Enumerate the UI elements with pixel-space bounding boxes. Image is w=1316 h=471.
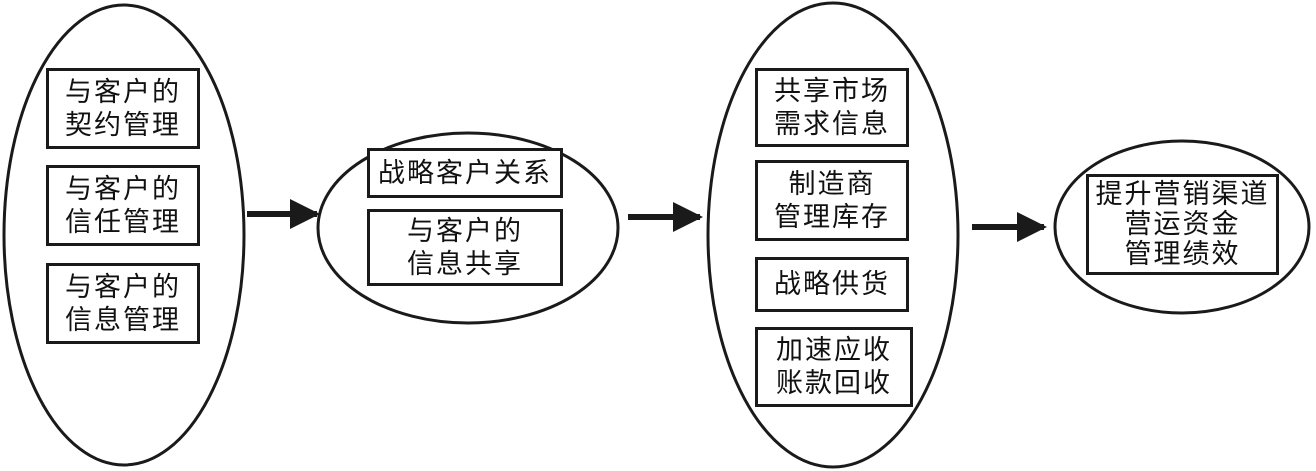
box-text-line: 加速应收 xyxy=(776,335,892,366)
stage-ellipse-4 xyxy=(1053,139,1311,315)
stage-3-box-2: 制造商 管理库存 xyxy=(755,160,909,241)
box-text-line: 信任管理 xyxy=(65,206,181,238)
box-text-line: 战略供货 xyxy=(774,269,890,300)
stage-1-box-2: 与客户的 信任管理 xyxy=(46,165,200,246)
box-text-line: 管理绩效 xyxy=(1124,238,1241,270)
stage-2-box-1: 战略客户关系 xyxy=(367,148,563,198)
box-text-line: 需求信息 xyxy=(774,108,890,140)
box-text-line: 营运资金 xyxy=(1124,208,1241,240)
box-text-line: 提升营销渠道 xyxy=(1095,178,1270,210)
box-text-line: 与客户的 xyxy=(65,271,181,303)
box-text-line: 制造商 xyxy=(788,168,876,200)
stage-3-box-1: 共享市场 需求信息 xyxy=(755,68,909,147)
box-text-line: 共享市场 xyxy=(774,75,890,107)
stage-2-box-2: 与客户的 信息共享 xyxy=(367,209,563,286)
stage-1-box-3: 与客户的 信息管理 xyxy=(46,263,200,344)
stage-3-box-3: 战略供货 xyxy=(755,257,909,312)
box-text-line: 战略客户关系 xyxy=(378,157,552,189)
stage-3-box-4: 加速应收 账款回收 xyxy=(755,327,913,407)
box-text-line: 契约管理 xyxy=(65,109,181,141)
stage-1-box-1: 与客户的 契约管理 xyxy=(46,68,200,149)
stage-ellipse-1 xyxy=(2,3,246,467)
stage-4-box-1: 提升营销渠道 营运资金 管理绩效 xyxy=(1086,174,1279,275)
stage-ellipse-3 xyxy=(706,1,960,469)
box-text-line: 与客户的 xyxy=(407,215,523,247)
box-text-line: 管理库存 xyxy=(774,201,890,233)
box-text-line: 账款回收 xyxy=(776,368,892,399)
box-text-line: 信息共享 xyxy=(407,248,523,280)
box-text-line: 信息管理 xyxy=(65,304,181,336)
box-text-line: 与客户的 xyxy=(65,76,181,108)
box-text-line: 与客户的 xyxy=(65,173,181,205)
